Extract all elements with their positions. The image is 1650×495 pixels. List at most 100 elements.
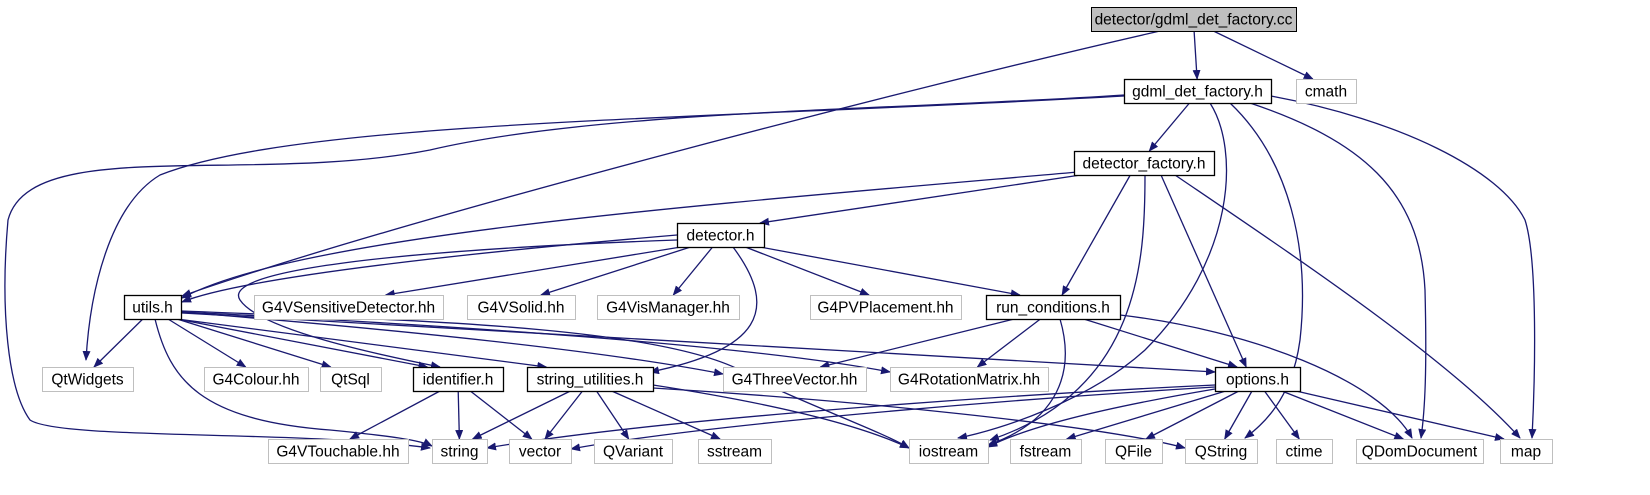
node-box bbox=[123, 294, 183, 321]
edge-runcond_h-to-qdom bbox=[1119, 314, 1413, 439]
node-label: QtSql bbox=[331, 372, 370, 389]
edge-identifier_h-to-g4touch bbox=[349, 390, 441, 440]
edge-detfac_h-to-runcond_h bbox=[1061, 174, 1131, 296]
edge-detfac_h-to-map bbox=[1174, 174, 1521, 439]
node-g4touch: G4VTouchable.hh bbox=[268, 439, 409, 464]
node-label: string bbox=[441, 444, 479, 461]
edge-detector_h-to-strutil_h bbox=[649, 246, 758, 375]
edge-options_h-to-qstring bbox=[1224, 390, 1253, 440]
edge-runcond_h-to-iostream bbox=[987, 318, 1066, 446]
node-box bbox=[723, 367, 867, 392]
node-box bbox=[42, 367, 134, 392]
node-cmath: cmath bbox=[1296, 79, 1357, 104]
node-qvariant: QVariant bbox=[594, 439, 673, 464]
node-g4three: G4ThreeVector.hh bbox=[723, 367, 867, 392]
node-label: map bbox=[1511, 444, 1541, 461]
edge-root-to-utils_h bbox=[181, 30, 1161, 297]
node-identifier-h[interactable]: identifier.h bbox=[412, 366, 505, 393]
node-label: run_conditions.h bbox=[996, 300, 1110, 317]
edge-root-to-cmath bbox=[1213, 30, 1314, 80]
node-box bbox=[1214, 366, 1302, 393]
node-box bbox=[320, 367, 382, 392]
node-label: QtWidgets bbox=[51, 372, 124, 389]
node-box bbox=[467, 295, 576, 320]
node-label: ctime bbox=[1285, 444, 1322, 461]
node-label: gdml_det_factory.h bbox=[1132, 84, 1263, 101]
node-label: cmath bbox=[1305, 84, 1347, 101]
node-box bbox=[1500, 439, 1553, 464]
node-qstring: QString bbox=[1185, 439, 1258, 464]
edge-options_h-to-iostream bbox=[987, 388, 1216, 448]
node-box bbox=[268, 439, 409, 464]
node-runcond-h[interactable]: run_conditions.h bbox=[985, 294, 1122, 321]
node-options-h[interactable]: options.h bbox=[1214, 366, 1302, 393]
node-box bbox=[676, 222, 766, 249]
node-detector-h[interactable]: detector.h bbox=[676, 222, 766, 249]
node-label: G4VisManager.hh bbox=[606, 300, 730, 317]
edge-gdml_h-to-qdom bbox=[1249, 102, 1427, 439]
node-box bbox=[1276, 439, 1333, 464]
node-g4colour: G4Colour.hh bbox=[204, 367, 309, 392]
node-detfac-h[interactable]: detector_factory.h bbox=[1073, 150, 1216, 177]
node-box bbox=[1010, 439, 1082, 464]
node-gdml-h[interactable]: gdml_det_factory.h bbox=[1123, 78, 1273, 105]
node-label: options.h bbox=[1226, 372, 1289, 389]
node-label: G4VSolid.hh bbox=[477, 300, 564, 317]
edge-gdml_h-to-iostream bbox=[957, 102, 1228, 441]
node-strutil-h[interactable]: string_utilities.h bbox=[526, 366, 655, 393]
edge-strutil_h-to-iostream bbox=[652, 384, 910, 449]
node-box bbox=[204, 367, 309, 392]
node-label: G4VSensitiveDetector.hh bbox=[262, 300, 435, 317]
node-label: sstream bbox=[707, 444, 762, 461]
node-map: map bbox=[1500, 439, 1553, 464]
node-label: G4VTouchable.hh bbox=[276, 444, 399, 461]
node-box bbox=[1123, 78, 1273, 105]
edge-detector_h-to-g4solid bbox=[540, 246, 691, 297]
edge-gdml_h-to-qtwidgets bbox=[82, 95, 1125, 361]
edges-layer bbox=[4, 30, 1537, 452]
node-box bbox=[594, 439, 673, 464]
node-g4sd: G4VSensitiveDetector.hh bbox=[254, 295, 444, 320]
edge-gdml_h-to-detfac_h bbox=[1148, 102, 1190, 152]
node-label: detector_factory.h bbox=[1083, 156, 1206, 173]
edge-utils_h-to-identifier_h bbox=[176, 318, 429, 370]
edge-detector_h-to-g4vis bbox=[672, 246, 714, 296]
node-box bbox=[698, 439, 772, 464]
node-label: G4ThreeVector.hh bbox=[732, 372, 858, 389]
edge-detfac_h-to-utils_h bbox=[181, 171, 1079, 299]
node-iostream: iostream bbox=[909, 439, 989, 464]
node-ctime: ctime bbox=[1276, 439, 1333, 464]
edge-runcond_h-to-options_h bbox=[1083, 318, 1238, 369]
node-label: G4Colour.hh bbox=[212, 372, 299, 389]
node-box bbox=[597, 295, 740, 320]
node-box bbox=[1091, 7, 1297, 32]
edge-utils_h-to-qtwidgets bbox=[93, 318, 144, 368]
node-box bbox=[1356, 439, 1484, 464]
node-utils-h[interactable]: utils.h bbox=[123, 294, 183, 321]
node-label: detector.h bbox=[686, 228, 754, 245]
edge-options_h-to-qfile bbox=[1145, 390, 1240, 440]
edge-runcond_h-to-g4three bbox=[819, 318, 1015, 369]
node-label: QFile bbox=[1115, 444, 1152, 461]
edge-gdml_h-to-string bbox=[4, 94, 1125, 451]
edge-options_h-to-string bbox=[486, 384, 1216, 451]
node-qdom: QDomDocument bbox=[1356, 439, 1484, 464]
node-root[interactable]: detector/gdml_det_factory.cc bbox=[1091, 7, 1297, 32]
node-label: utils.h bbox=[132, 300, 173, 317]
edge-detector_h-to-identifier_h bbox=[237, 239, 678, 370]
node-label: QString bbox=[1195, 444, 1248, 461]
node-label: G4PVPlacement.hh bbox=[817, 300, 953, 317]
edge-strutil_h-to-vector bbox=[544, 390, 584, 440]
edge-detfac_h-to-detector_h bbox=[759, 174, 1081, 226]
edge-utils_h-to-options_h bbox=[181, 312, 1216, 376]
edge-detfac_h-to-options_h bbox=[1160, 174, 1247, 368]
edge-strutil_h-to-qstring bbox=[652, 387, 1186, 450]
edge-detector_h-to-utils_h bbox=[181, 234, 678, 303]
edge-detector_h-to-g4pv bbox=[745, 246, 870, 296]
node-label: G4RotationMatrix.hh bbox=[898, 372, 1040, 389]
edge-utils_h-to-string bbox=[154, 318, 433, 447]
nodes-layer: detector/gdml_det_factory.cc gdml_det_fac… bbox=[42, 7, 1553, 464]
node-string: string bbox=[432, 439, 488, 464]
